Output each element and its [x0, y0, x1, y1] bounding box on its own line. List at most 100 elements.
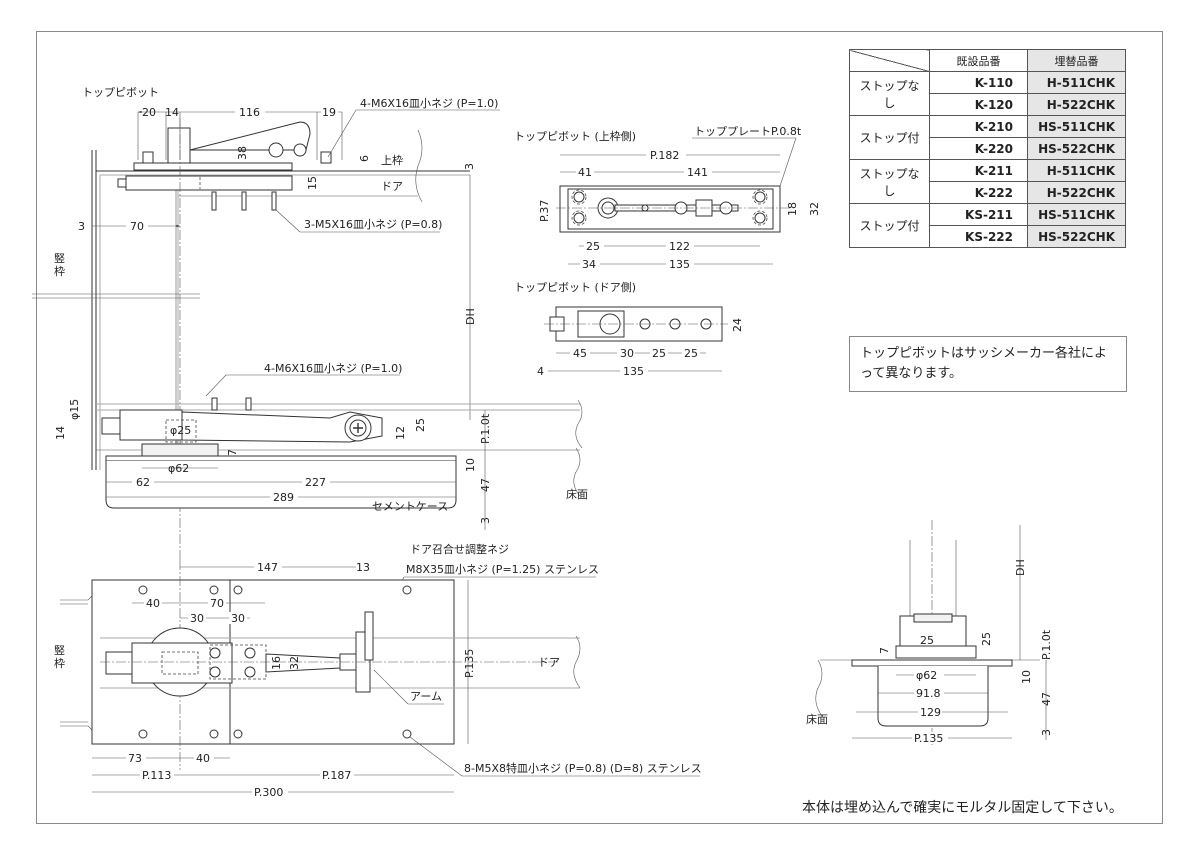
adjust-screw-callout: M8X35皿小ネジ (P=1.25) ステンレス	[406, 563, 599, 576]
table-row: KS-222 HS-522CHK	[850, 225, 1126, 248]
front-dim-91-8: 91.8	[916, 687, 941, 700]
dim-40b: 40	[196, 752, 210, 765]
dim-62: 62	[136, 476, 150, 489]
dim-147: 147	[257, 561, 278, 574]
door-label: ドア	[381, 180, 403, 193]
dim-p187: P.187	[322, 769, 351, 782]
group-label: ストップなし	[849, 159, 930, 204]
dim-289: 289	[273, 491, 294, 504]
dim-34: 34	[582, 258, 596, 271]
upper-frame-label: 上枠	[381, 153, 403, 167]
table-row: ストップ付 K-210 HS-511CHK	[849, 115, 1126, 160]
dim-4: 4	[537, 365, 544, 378]
dim-16: 16	[270, 656, 283, 670]
dim-15: 15	[306, 176, 319, 190]
plan-door-label: ドア	[538, 656, 560, 669]
existing-part: K-110	[929, 71, 1028, 94]
dim-dh: DH	[464, 308, 477, 325]
cement-case-label: セメントケース	[372, 500, 448, 513]
existing-part: KS-222	[929, 225, 1028, 248]
dim-plate-1-0t: P.1.0t	[479, 413, 492, 444]
side-view: トップピボット 竪枠 上枠 ドア	[32, 86, 588, 560]
table-row: K-220 HS-522CHK	[850, 137, 1126, 160]
dim-14-left: 14	[54, 426, 67, 440]
dim-14: 14	[165, 106, 179, 119]
dim-45: 45	[573, 347, 587, 360]
callout-bottom-screw: 4-M6X16皿小ネジ (P=1.0)	[264, 362, 402, 375]
dim-6: 6	[358, 155, 371, 162]
front-dim-47: 47	[1040, 692, 1053, 706]
dim-30: 30	[620, 347, 634, 360]
front-dim-10: 10	[1020, 670, 1033, 684]
replacement-part: H-511CHK	[1027, 71, 1126, 94]
group-label: ストップなし	[849, 71, 930, 116]
header-replacement: 埋替品番	[1027, 49, 1126, 72]
dim-3-left: 3	[78, 220, 85, 233]
dim-141: 141	[687, 166, 708, 179]
dim-25: 25	[414, 418, 427, 432]
front-dim-129: 129	[920, 706, 941, 719]
front-dim-25b: 25	[980, 632, 993, 646]
floor-label: 床面	[566, 487, 588, 501]
dim-40: 40	[146, 597, 160, 610]
dim-p182: P.182	[650, 149, 679, 162]
vertical-frame-label: 竪枠	[54, 252, 65, 278]
dim-135: 135	[669, 258, 690, 271]
replacement-part: HS-511CHK	[1027, 203, 1126, 226]
dim-38: 38	[236, 146, 249, 160]
table-row: K-120 H-522CHK	[850, 93, 1126, 116]
drawing-frame	[36, 31, 1163, 824]
top-pivot-door-title: トップピボット (ドア側)	[514, 281, 636, 294]
dim-phi25: φ25	[170, 424, 191, 437]
dim-227: 227	[305, 476, 326, 489]
group-label: ストップ付	[849, 115, 930, 160]
dim-p135: P.135	[463, 649, 476, 678]
table-row: ストップなし K-110 H-511CHK	[849, 71, 1126, 116]
dim-41: 41	[578, 166, 592, 179]
dim-3-bottom: 3	[479, 517, 492, 524]
top-pivot-door-view: トップピボット (ドア側) 24 45 30 25 25 4 135	[514, 281, 744, 378]
table-row: ストップなし K-211 H-511CHK	[849, 159, 1126, 204]
adjust-screw-title: ドア召合せ調整ネジ	[410, 542, 509, 556]
top-pivot-frame-view: トップピボット (上枠側) トッププレートP.0.8t P.182 41 141…	[514, 125, 821, 271]
front-floor-label: 床面	[806, 712, 828, 726]
dim-7: 7	[226, 449, 239, 456]
dim-p300: P.300	[254, 786, 283, 799]
existing-part: KS-211	[929, 203, 1028, 226]
replacement-part: H-522CHK	[1027, 181, 1126, 204]
plan-vertical-frame-label: 竪枠	[54, 644, 65, 670]
case-screws	[138, 585, 412, 739]
dim-32: 32	[288, 656, 301, 670]
replacement-part: HS-522CHK	[1027, 225, 1126, 248]
dim-10: 10	[464, 458, 477, 472]
dim-116: 116	[239, 106, 260, 119]
dim-25: 25	[586, 240, 600, 253]
top-plate-callout: トッププレートP.0.8t	[694, 125, 802, 138]
dim-12: 12	[394, 426, 407, 440]
dim-phi62: φ62	[168, 462, 189, 475]
replacement-part: HS-511CHK	[1027, 115, 1126, 138]
front-dim-7: 7	[878, 647, 891, 654]
replacement-table: 既設品番 埋替品番 ストップなし K-110 H-511CHK K-120 H-…	[849, 49, 1126, 248]
dim-phi15: φ15	[68, 399, 81, 420]
front-dim-plate: P.1.0t	[1040, 629, 1053, 660]
replacement-part: H-522CHK	[1027, 93, 1126, 116]
plan-view: 147 13 ドア召合せ調整ネジ M8X35皿小ネジ (P=1.25) ステンレ…	[54, 542, 702, 799]
dim-47: 47	[479, 478, 492, 492]
dim-122: 122	[669, 240, 690, 253]
dim-3-top: 3	[463, 163, 476, 170]
dim-p37: P.37	[538, 200, 551, 222]
dim-135-door: 135	[623, 365, 644, 378]
header-existing: 既設品番	[929, 49, 1028, 72]
dim-20: 20	[142, 106, 156, 119]
callout-top-screw: 4-M6X16皿小ネジ (P=1.0)	[360, 97, 498, 110]
dim-70: 70	[210, 597, 224, 610]
existing-part: K-220	[929, 137, 1028, 160]
top-pivot-frame-title: トップピボット (上枠側)	[514, 129, 636, 143]
dim-18: 18	[786, 202, 799, 216]
front-dim-p135: P.135	[914, 732, 943, 745]
dim-25b: 25	[684, 347, 698, 360]
front-view: DH 25 25 7 P.1.0t 10 47 3 φ62 91.8 129 P…	[806, 520, 1053, 745]
dim-24: 24	[731, 318, 744, 332]
